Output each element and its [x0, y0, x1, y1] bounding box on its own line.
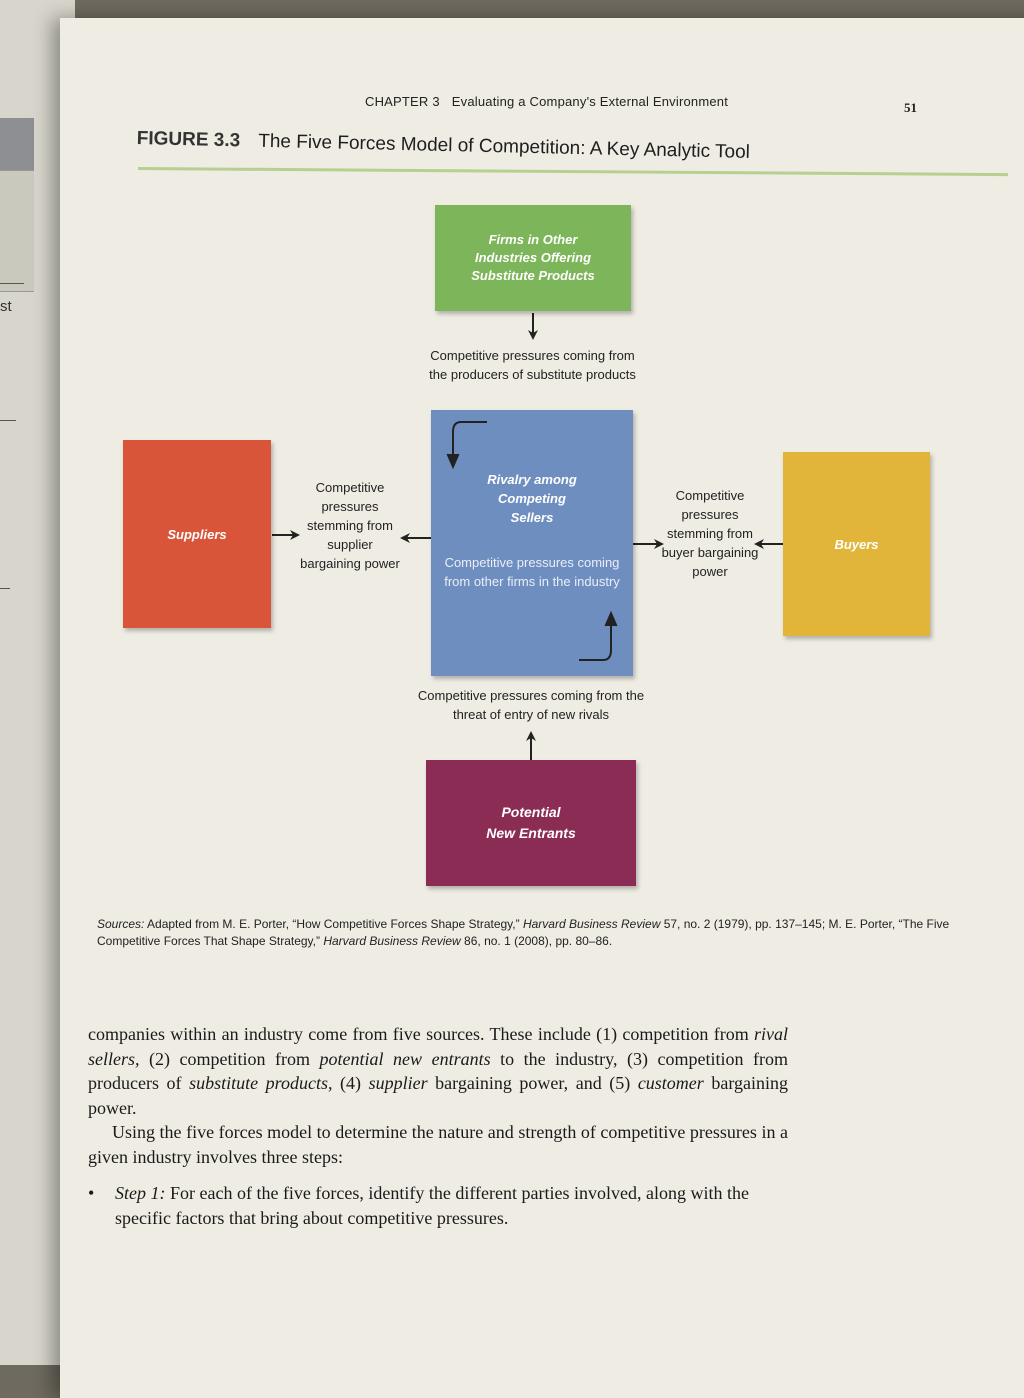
- step-text: For each of the five forces, identify th…: [115, 1183, 749, 1228]
- rivalry-label-line3: Sellers: [510, 510, 554, 525]
- rivalry-note: Competitive pressures coming from other …: [444, 555, 620, 589]
- italic-run: customer: [637, 1073, 704, 1093]
- text-run: (4): [332, 1073, 369, 1093]
- text-run: companies within an industry come from f…: [88, 1024, 754, 1044]
- bullet-text: Step 1: For each of the five forces, ide…: [115, 1181, 788, 1230]
- buyers-label: Buyers: [834, 536, 879, 552]
- sources-text-3: 86, no. 1 (2008), pp. 80–86.: [460, 934, 613, 948]
- substitutes-box: Firms in Other Industries Offering Subst…: [435, 205, 631, 311]
- curved-arrow-bottom: [579, 622, 612, 661]
- text-run: to the industry, (3) competition from pr…: [88, 1048, 788, 1094]
- suppliers-label: Suppliers: [167, 526, 227, 542]
- journal-name: Harvard Business Review: [323, 934, 461, 948]
- curved-arrow-top: [452, 421, 487, 458]
- page-number: 51: [904, 100, 917, 115]
- italic-run: supplier: [368, 1073, 428, 1093]
- sources-text-2: 57, no. 2 (1979), pp. 137–145; M. E. Por…: [97, 917, 950, 948]
- paragraph: Using the five forces model to determine…: [88, 1122, 788, 1167]
- substitutes-label-line1: Firms in Other: [488, 232, 578, 247]
- substitutes-label-line3: Substitute Products: [471, 268, 595, 283]
- bullet-icon: •: [88, 1183, 95, 1203]
- rivalry-label-line1: Rivalry among: [487, 472, 577, 487]
- divider: [0, 420, 16, 421]
- entrants-label-line1: Potential: [501, 804, 561, 820]
- suppliers-pressure-text: Competitive pressures stemming from supp…: [300, 480, 400, 571]
- step-label: Step 1:: [115, 1183, 166, 1203]
- divider: [0, 283, 24, 284]
- page-tab: [0, 118, 34, 170]
- substitutes-pressure-text: Competitive pressures coming from the pr…: [429, 348, 636, 382]
- body-text: companies within an industry come from f…: [88, 1022, 788, 1169]
- chapter-title: Evaluating a Company's External Environm…: [451, 94, 729, 109]
- italic-run: potential new entrants: [319, 1048, 491, 1069]
- entrants-label-line2: New Entrants: [486, 825, 576, 841]
- buyers-box: Buyers: [783, 452, 930, 636]
- text-run: bargaining power.: [88, 1073, 789, 1118]
- figure-sources: Sources: Adapted from M. E. Porter, “How…: [97, 916, 977, 950]
- sources-label: Sources:: [97, 917, 145, 931]
- previous-page-text-fragment: st: [0, 298, 12, 315]
- italic-run: substitute products,: [189, 1073, 333, 1093]
- chapter-label: CHAPTER 3: [365, 94, 440, 109]
- rivalry-box: Rivalry among Competing Sellers Competit…: [431, 410, 633, 676]
- paragraph: companies within an industry come from f…: [88, 1022, 788, 1120]
- divider: [0, 588, 10, 589]
- substitutes-label-line2: Industries Offering: [474, 250, 592, 265]
- new-entrants-box: Potential New Entrants: [426, 760, 636, 886]
- page-tab: [0, 170, 34, 292]
- sources-text-1: Adapted from M. E. Porter, “How Competit…: [144, 917, 523, 931]
- italic-run: rival sellers,: [88, 1024, 788, 1069]
- list-item: • Step 1: For each of the five forces, i…: [88, 1181, 788, 1230]
- rivalry-label-line2: Competing: [498, 491, 566, 506]
- text-run: (2) competition from: [139, 1048, 320, 1069]
- entrants-pressure-text: Competitive pressures coming from the th…: [417, 688, 645, 722]
- running-header: CHAPTER 3 Evaluating a Company's External…: [365, 94, 728, 109]
- buyers-pressure-text: Competitive pressures stemming from buye…: [661, 488, 759, 579]
- suppliers-box: Suppliers: [123, 440, 271, 628]
- rivalry-curved-arrows: [446, 421, 618, 661]
- journal-name: Harvard Business Review: [522, 917, 661, 931]
- text-run: bargaining power, and (5): [427, 1073, 638, 1093]
- rivalry-label: Rivalry among Competing Sellers: [487, 470, 577, 527]
